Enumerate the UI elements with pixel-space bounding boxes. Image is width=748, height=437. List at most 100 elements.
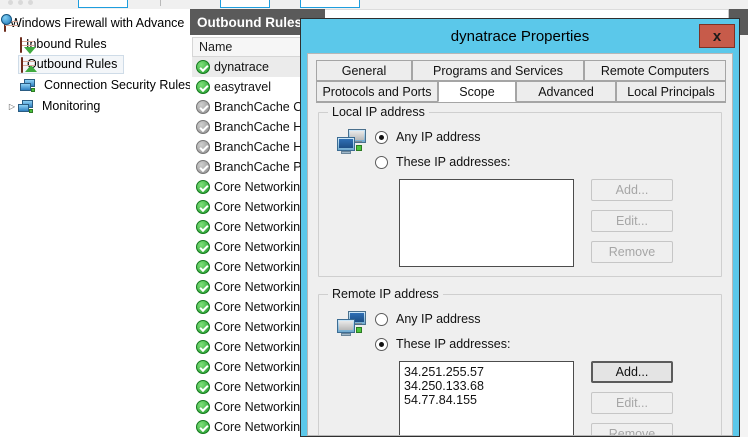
rule-row[interactable]: BranchCache H	[192, 117, 325, 137]
rule-name: BranchCache H	[214, 140, 303, 154]
rule-name: BranchCache C	[214, 100, 303, 114]
tree-item-monitoring[interactable]: ▷ Monitoring	[6, 97, 100, 116]
rule-name: Core Networkin	[214, 420, 301, 434]
toolbar-button-2[interactable]	[220, 0, 270, 8]
rule-row[interactable]: Core Networkin	[192, 337, 325, 357]
monitoring-icon	[18, 99, 34, 114]
rule-row[interactable]: Core Networkin	[192, 297, 325, 317]
local-any-ip-radio[interactable]: Any IP address	[375, 130, 481, 144]
toolbar-icon-3[interactable]	[28, 0, 33, 5]
remote-these-ip-radio[interactable]: These IP addresses:	[375, 337, 510, 351]
network-icon	[337, 311, 367, 337]
rule-enabled-icon	[196, 420, 210, 434]
toolbar-icon-2[interactable]	[18, 0, 23, 5]
rule-enabled-icon	[196, 240, 210, 254]
rule-enabled-icon	[196, 200, 210, 214]
rule-row[interactable]: BranchCache P	[192, 157, 325, 177]
network-icon	[337, 129, 367, 155]
local-remove-button[interactable]: Remove	[591, 241, 673, 263]
rule-row[interactable]: Core Networkin	[192, 277, 325, 297]
local-ip-listbox[interactable]	[399, 179, 574, 267]
toolbar-button-1[interactable]	[78, 0, 128, 8]
rule-row[interactable]: BranchCache H	[192, 137, 325, 157]
remote-edit-button[interactable]: Edit...	[591, 392, 673, 414]
rule-row[interactable]: BranchCache C	[192, 97, 325, 117]
firewall-globe-icon	[1, 13, 12, 32]
local-add-button[interactable]: Add...	[591, 179, 673, 201]
tab-advanced[interactable]: Advanced	[516, 81, 616, 102]
ip-address-item[interactable]: 34.250.133.68	[404, 379, 484, 393]
tab-label: Protocols and Ports	[322, 84, 432, 99]
rule-row[interactable]: Core Networkin	[192, 417, 325, 437]
rule-name: Core Networkin	[214, 360, 301, 374]
rule-name: Core Networkin	[214, 380, 301, 394]
remote-any-ip-label: Any IP address	[396, 312, 481, 326]
tab-protocols-and-ports[interactable]: Protocols and Ports	[316, 81, 438, 102]
tab-local-principals[interactable]: Local Principals	[616, 81, 726, 102]
tree-item-label: Monitoring	[42, 99, 101, 113]
rule-enabled-icon	[196, 380, 210, 394]
rule-name: Core Networkin	[214, 260, 301, 274]
rule-row[interactable]: Core Networkin	[192, 377, 325, 397]
rule-disabled-icon	[196, 120, 210, 134]
rule-name: Core Networkin	[214, 340, 301, 354]
rule-enabled-icon	[196, 180, 210, 194]
tree-item-windows-firewall[interactable]: Windows Firewall with Advance	[1, 13, 184, 33]
rule-row[interactable]: Core Networkin	[192, 177, 325, 197]
local-these-ip-radio[interactable]: These IP addresses:	[375, 155, 510, 169]
remote-any-ip-radio[interactable]: Any IP address	[375, 312, 481, 326]
tree-item-inbound-rules[interactable]: Inbound Rules	[20, 35, 107, 54]
rule-enabled-icon	[196, 280, 210, 294]
rule-enabled-icon	[196, 400, 210, 414]
rule-disabled-icon	[196, 100, 210, 114]
tab-scope[interactable]: Scope	[438, 81, 516, 102]
dialog-body: General Programs and Services Remote Compu…	[307, 53, 733, 436]
toolbar-button-3[interactable]	[300, 0, 360, 8]
tree-item-outbound-rules[interactable]: Outbound Rules	[18, 55, 125, 74]
radio-indicator	[375, 130, 388, 144]
tab-programs-and-services[interactable]: Programs and Services	[412, 60, 584, 81]
tab-label: Programs and Services	[433, 63, 563, 78]
rule-enabled-icon	[196, 340, 210, 354]
rule-name: BranchCache H	[214, 120, 303, 134]
rule-name: easytravel	[214, 80, 271, 94]
connection-security-icon	[20, 78, 36, 93]
rule-row[interactable]: Core Networkin	[192, 257, 325, 277]
rule-row[interactable]: Core Networkin	[192, 217, 325, 237]
column-header-name[interactable]: Name	[192, 37, 325, 57]
dialog-title-bar[interactable]: dynatrace Properties	[301, 19, 739, 53]
chevron-right-icon[interactable]: ▷	[8, 102, 16, 111]
properties-dialog: dynatrace Properties x General Programs a…	[300, 18, 740, 437]
remote-remove-button[interactable]: Remove	[591, 423, 673, 435]
tree-item-connection-security-rules[interactable]: Connection Security Rules	[20, 76, 190, 95]
radio-indicator	[375, 337, 388, 351]
tab-label: General	[341, 63, 387, 78]
rule-row[interactable]: Core Networkin	[192, 317, 325, 337]
rule-row[interactable]: easytravel	[192, 77, 325, 97]
ip-address-item[interactable]: 54.77.84.155	[404, 393, 477, 407]
remote-add-button[interactable]: Add...	[591, 361, 673, 383]
rule-row[interactable]: dynatrace	[192, 57, 325, 77]
rule-row[interactable]: Core Networkin	[192, 197, 325, 217]
local-any-ip-label: Any IP address	[396, 130, 481, 144]
tab-remote-computers[interactable]: Remote Computers	[584, 60, 726, 81]
toolbar-strip	[0, 0, 748, 10]
radio-indicator	[375, 155, 388, 169]
remote-ip-group-label: Remote IP address	[328, 287, 443, 301]
tree-item-label: Inbound Rules	[26, 37, 107, 51]
console-tree-pane: Windows Firewall with Advance Inbound Ru…	[0, 9, 190, 437]
rule-enabled-icon	[196, 220, 210, 234]
toolbar-icon-1[interactable]	[8, 0, 13, 5]
tab-general[interactable]: General	[316, 60, 412, 81]
rule-row[interactable]: Core Networkin	[192, 397, 325, 417]
close-icon[interactable]: x	[699, 24, 735, 48]
rule-name: Core Networkin	[214, 320, 301, 334]
local-edit-button[interactable]: Edit...	[591, 210, 673, 232]
local-ip-group-label: Local IP address	[328, 105, 429, 119]
ip-address-item[interactable]: 34.251.255.57	[404, 365, 484, 379]
rule-enabled-icon	[196, 320, 210, 334]
rule-row[interactable]: Core Networkin	[192, 357, 325, 377]
rule-row[interactable]: Core Networkin	[192, 237, 325, 257]
